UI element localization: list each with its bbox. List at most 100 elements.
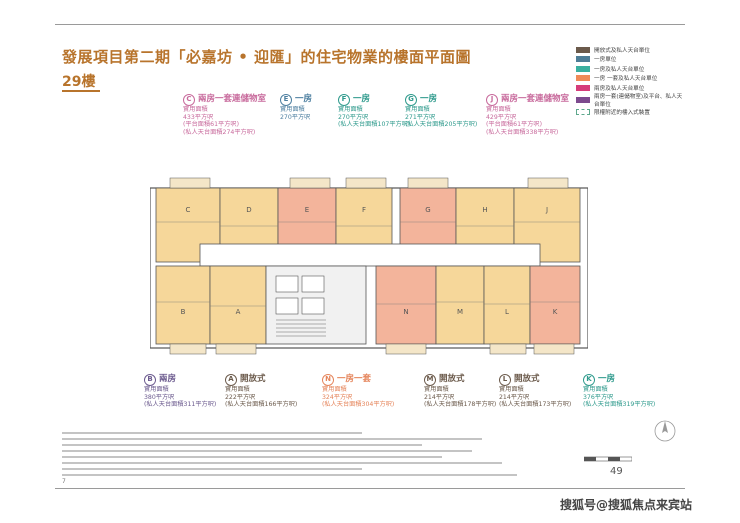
unit-letter: A	[225, 374, 237, 386]
unit-line: 222平方呎	[225, 393, 256, 401]
unit-line: 271平方呎	[405, 113, 436, 121]
unit-type: 開放式	[514, 374, 540, 385]
legend-item: 一房單位	[576, 55, 684, 65]
staircase	[276, 319, 326, 337]
unit-line: 270平方呎	[280, 113, 311, 121]
unit-line: 214平方呎	[424, 393, 455, 401]
scale-bar	[583, 448, 633, 467]
unit-block-m	[435, 265, 485, 345]
unit-line: (私人天台面積319平方呎)	[583, 401, 656, 409]
plan-letter: B	[181, 308, 186, 316]
page-number: 49	[610, 466, 623, 477]
plan-letter: J	[545, 206, 548, 214]
lift-shaft	[301, 297, 325, 315]
lift-shaft	[301, 275, 325, 293]
unit-line: 實用面積	[225, 386, 250, 393]
unit-letter: N	[322, 374, 334, 386]
unit-line: 實用面積	[499, 386, 524, 393]
unit-line: 實用面積	[486, 106, 511, 113]
unit-letter: M	[424, 374, 436, 386]
legend-label: 開放式及私人天台單位	[594, 47, 650, 54]
legend-item: 一房 一套及私人天台單位	[576, 74, 684, 84]
unit-block-n	[375, 265, 437, 345]
unit-line: 270平方呎	[338, 113, 369, 121]
legend-label: 兩房及私人天台單位	[594, 85, 645, 92]
legend-label: 兩房一套(連儲物室)及平台、私人天台單位	[594, 94, 683, 108]
unit-line: (私人天台面積178平方呎)	[424, 401, 497, 409]
plan-letter: G	[425, 206, 430, 214]
plan-letter: H	[482, 206, 487, 214]
unit-type: 一房	[598, 374, 616, 385]
unit-line: 實用面積	[183, 106, 208, 113]
legend-label: 一房單位	[594, 57, 617, 64]
plan-letter: N	[403, 308, 408, 316]
unit-type: 兩房一套連儲物室	[198, 94, 267, 105]
unit-line: (私人天台面積274平方呎)	[183, 128, 256, 136]
unit-letter: C	[183, 94, 195, 106]
legend-item: 開放式及私人天台單位	[576, 45, 684, 55]
unit-line: 實用面積	[405, 106, 430, 113]
unit-letter: L	[499, 374, 511, 386]
unit-letter: F	[338, 94, 350, 106]
unit-line: 實用面積	[280, 106, 305, 113]
unit-line: 實用面積	[322, 386, 347, 393]
floor-underline	[62, 90, 100, 92]
legend-item: 限權附近的樓入式裝置	[576, 108, 684, 118]
unit-type: 兩房一套連儲物室	[501, 94, 570, 105]
footnote-lines	[62, 432, 517, 476]
legend-item: 兩房一套(連儲物室)及平台、私人天台單位	[576, 93, 684, 108]
unit-line: (平台面積61平方呎)	[486, 121, 543, 129]
plan-letter: A	[236, 308, 241, 316]
legend-item: 兩房及私人天台單位	[576, 83, 684, 93]
unit-line: 214平方呎	[499, 393, 530, 401]
unit-line: (私人天台面積205平方呎)	[405, 121, 478, 129]
unit-letter: E	[280, 94, 292, 106]
unit-line: 380平方呎	[144, 393, 175, 401]
page-index: 7	[62, 478, 66, 485]
unit-line: 429平方呎	[486, 113, 517, 121]
unit-letter: G	[405, 94, 417, 106]
unit-line: 376平方呎	[583, 393, 614, 401]
unit-line: 實用面積	[583, 386, 608, 393]
unit-type: 一房一套	[337, 374, 372, 385]
unit-line: (私人天台面積338平方呎)	[486, 128, 559, 136]
unit-type: 一房	[295, 94, 313, 105]
unit-block-l	[483, 265, 531, 345]
legend-swatch	[576, 65, 590, 72]
unit-type: 兩房	[159, 374, 177, 385]
lift-shaft	[275, 275, 299, 293]
bottom-rule	[55, 488, 685, 489]
plan-letter: F	[362, 206, 366, 214]
unit-block-a	[209, 265, 267, 345]
floor-plan: C D E F G H J B A N M L K	[150, 177, 588, 355]
unit-line: (私人天台面積311平方呎)	[144, 401, 217, 409]
page-title: 發展項目第二期「必嘉坊 • 迎匯」的住宅物業的樓面平面圖	[62, 48, 472, 66]
legend-swatch	[576, 84, 590, 91]
unit-type: 開放式	[439, 374, 465, 385]
balconies	[169, 177, 575, 355]
footnotes	[62, 430, 522, 482]
legend-item: 一房及私人天台單位	[576, 64, 684, 74]
top-rule	[55, 24, 685, 25]
plan-letter: L	[505, 308, 509, 316]
floor-label: 29樓	[62, 74, 96, 90]
unit-line: (私人天台面積166平方呎)	[225, 401, 298, 409]
unit-line: (平台面積61平方呎)	[183, 121, 240, 129]
room-partitions	[156, 221, 580, 307]
unit-line: 324平方呎	[322, 393, 353, 401]
unit-line: (私人天台面積107平方呎)	[338, 121, 411, 129]
legend-swatch	[576, 75, 590, 82]
unit-line: (私人天台面積173平方呎)	[499, 401, 572, 409]
plan-letter: C	[186, 206, 191, 214]
legend-swatch	[576, 109, 590, 116]
unit-type: 開放式	[240, 374, 266, 385]
north-arrow-icon	[652, 418, 678, 448]
